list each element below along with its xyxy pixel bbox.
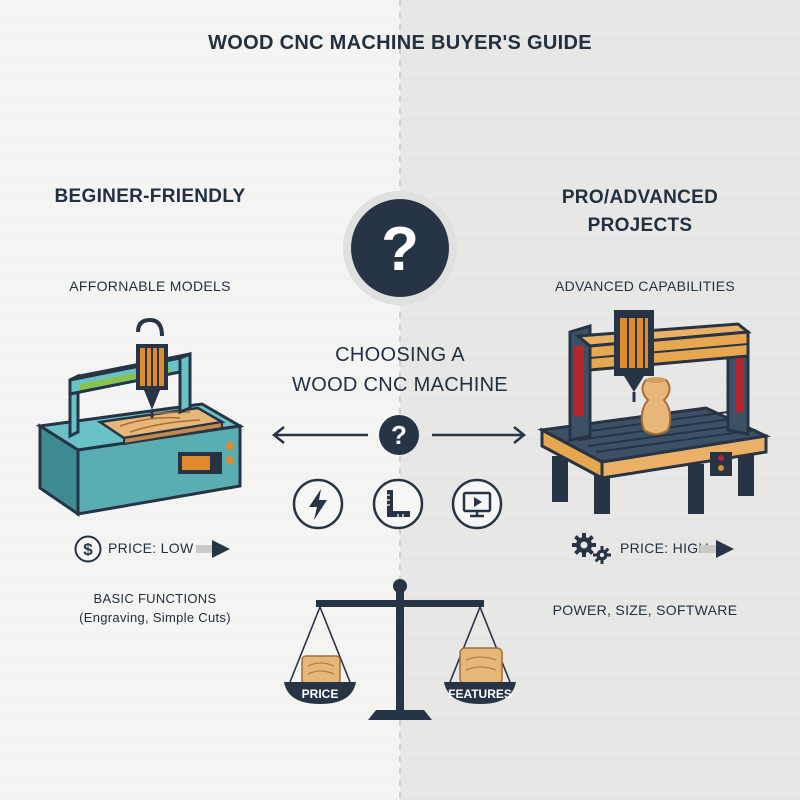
beginner-heading: BEGINER-FRIENDLY <box>54 186 246 207</box>
gears-icon <box>572 533 611 564</box>
basic-functions-line2: (Engraving, Simple Cuts) <box>79 610 231 625</box>
advanced-capabilities-label: ADVANCED CAPABILITIES <box>554 278 736 294</box>
center-caption: CHOOSING A WOOD CNC MACHINE <box>280 340 520 400</box>
scale-price-label: PRICE <box>302 687 339 701</box>
pro-heading: PRO/ADVANCED PROJECTS <box>525 184 755 240</box>
center-divider <box>399 0 401 800</box>
balance-scale-illustration: PRICE FEATURES <box>284 579 516 720</box>
guide-title: WOOD CNC MACHINE BUYER'S GUIDE <box>208 32 592 54</box>
center-caption-line1: CHOOSING A <box>335 344 465 366</box>
arrow-right-icon <box>700 540 734 558</box>
basic-functions-line1: BASIC FUNCTIONS <box>93 591 217 606</box>
arrow-right-icon <box>196 540 230 558</box>
center-caption-line2: WOOD CNC MACHINE <box>292 374 508 396</box>
question-icon: ? <box>343 191 457 305</box>
monitor-play-icon <box>451 478 503 530</box>
pro-heading-line2: PROJECTS <box>587 215 693 236</box>
pro-heading-line1: PRO/ADVANCED <box>561 187 719 208</box>
ruler-icon <box>372 478 424 530</box>
small-question-icon: ? <box>379 415 419 455</box>
pro-cnc-machine-illustration <box>537 310 772 514</box>
basic-functions-label: BASIC FUNCTIONS (Engraving, Simple Cuts) <box>60 589 250 627</box>
power-size-software-label: POWER, SIZE, SOFTWARE <box>552 602 738 618</box>
affordable-models-label: AFFORNABLE MODELS <box>69 278 231 294</box>
svg-text:$: $ <box>83 540 93 559</box>
double-arrow <box>271 426 527 444</box>
scale-features-label: FEATURES <box>448 687 512 701</box>
beginner-cnc-machine-illustration <box>35 317 245 517</box>
price-low-label: PRICE: LOW <box>108 540 194 556</box>
lightning-icon <box>292 478 344 530</box>
dollar-icon: $ <box>74 535 102 563</box>
svg-text:?: ? <box>391 420 407 450</box>
price-high-label: PRICE: HIGH <box>620 540 709 556</box>
svg-text:?: ? <box>381 215 419 284</box>
